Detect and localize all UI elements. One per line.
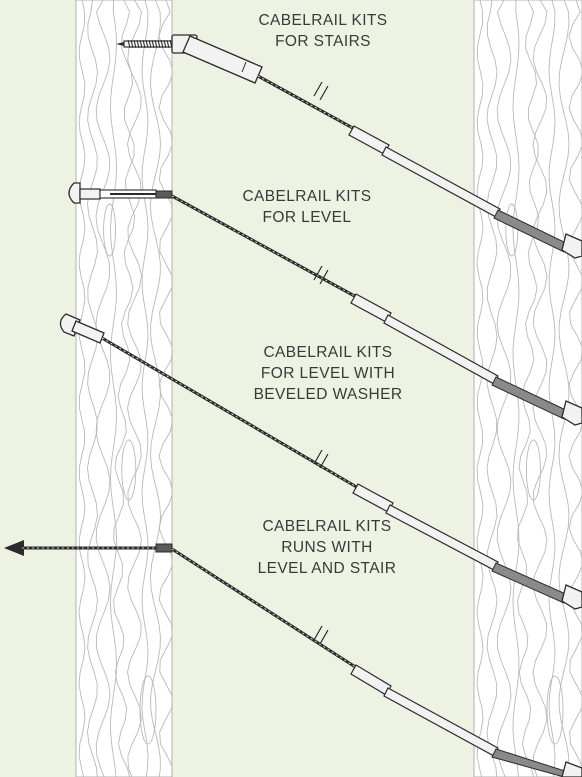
break-mark-icon [313,81,329,101]
right-wood-post [473,0,582,777]
threaded-stud-icon [491,562,582,610]
kit-label-line: FOR STAIRS [275,33,371,50]
lag-screw-icon [116,39,175,49]
kit-label-runs: CABELRAIL KITS RUNS WITH LEVEL AND STAIR [217,516,437,579]
break-mark-icon [313,265,329,285]
swivel-jaw-icon [171,34,263,84]
kit-label-line: CABELRAIL KITS [242,188,372,205]
left-wood-post [75,0,173,777]
threaded-stud-icon [491,748,582,777]
break-mark-icon [313,625,329,645]
kit-level-assembly [68,182,582,426]
kit-label-line: CABELRAIL KITS [262,518,392,535]
kit-label-line: FOR LEVEL [262,209,352,226]
threaded-stud-icon [493,209,582,259]
kit-label-line: FOR LEVEL WITH [260,365,396,382]
arrow-left-icon [4,540,173,556]
kit-label-line: LEVEL AND STAIR [257,560,397,577]
break-mark-icon [313,449,329,469]
kit-stairs-assembly [116,34,582,259]
kit-label-level: CABELRAIL KITS FOR LEVEL [197,186,417,228]
kit-label-beveled: CABELRAIL KITS FOR LEVEL WITH BEVELED WA… [218,342,438,405]
kit-label-line: CABELRAIL KITS [258,12,388,29]
kit-label-stairs: CABELRAIL KITS FOR STAIRS [213,10,433,52]
kit-label-line: BEVELED WASHER [253,386,403,403]
beveled-end-fitting-icon [59,313,105,344]
kit-label-line: CABELRAIL KITS [263,344,393,361]
kit-runs-assembly [4,540,582,777]
kit-label-line: RUNS WITH [281,539,373,556]
kit-beveled-assembly [59,313,582,610]
threaded-stud-icon [491,376,582,426]
